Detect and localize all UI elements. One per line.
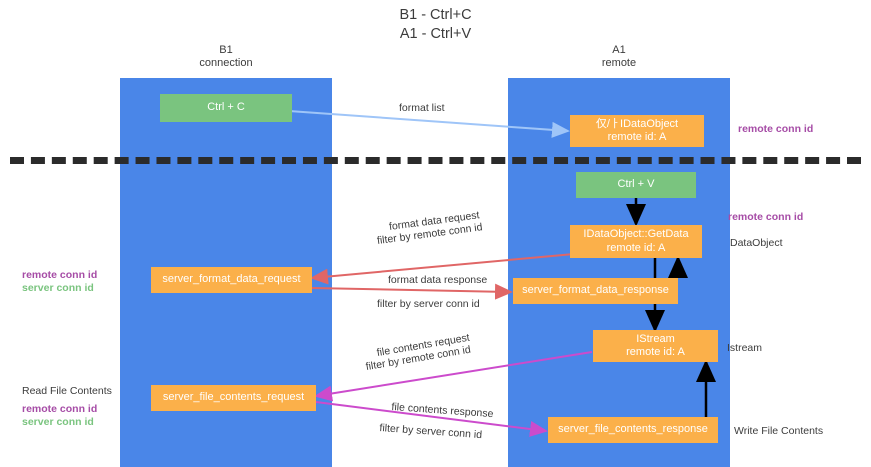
filter-by-text: filter by [364,355,401,374]
node-server-format-data-request-label: server_format_data_request [162,273,301,286]
side-label-remote-conn-id-top: remote conn id [738,123,814,135]
side-label-left-remote-conn-id-1: remote conn id [22,269,98,281]
node-istream[interactable]: IStream remote id: A [593,330,718,362]
filter-by-text: filter by [376,230,412,248]
edge-label-file-contents-response-filter: filter by server conn id [379,421,482,442]
node-ctrl-v[interactable]: Ctrl + V [576,172,696,198]
node-server-file-contents-response-label: server_file_contents_response [558,423,708,436]
node-idataobject-label: 仅/ㅏIDataObject [595,117,679,130]
node-server-format-data-response[interactable]: server_format_data_response [513,278,678,304]
node-idataobject[interactable]: 仅/ㅏIDataObject remote id: A [570,115,704,147]
node-ctrl-c-label: Ctrl + C [207,101,245,114]
side-label-left-remote-conn-id-2: remote conn id [22,403,98,415]
node-server-file-contents-request[interactable]: server_file_contents_request [151,385,316,411]
node-istream-label: IStream [636,332,675,345]
node-server-file-contents-response[interactable]: server_file_contents_response [548,417,718,443]
edge-label-file-contents-response: file contents response [391,400,494,421]
page-title: B1 - Ctrl+C A1 - Ctrl+V [399,7,472,42]
node-istream-sublabel: remote id: A [626,346,685,358]
edge-label-format-data-response-filter: filter by server conn id [377,297,480,311]
lane-heading-b1: B1 connection [199,44,253,69]
lane-heading-a1: A1 remote [601,44,637,69]
node-server-format-data-request[interactable]: server_format_data_request [151,267,312,293]
side-label-read-file-contents: Read File Contents [22,385,112,397]
side-label-dataobject: DataObject [730,237,783,249]
side-label-left-server-conn-id-1: server conn id [22,282,94,294]
node-server-file-contents-request-label: server_file_contents_request [162,391,305,404]
server-conn-id-text: server conn id [413,298,480,310]
side-label-remote-conn-id-mid: remote conn id [728,211,804,223]
edge-label-format-data-response: format data response [388,274,488,286]
node-idataobject-sublabel: remote id: A [607,131,667,143]
node-server-format-data-response-label: server_format_data_response [522,284,669,297]
section-divider [10,157,861,164]
side-label-write-file-contents: Write File Contents [734,425,824,437]
filter-by-text: filter by [377,298,411,310]
server-conn-id-text: server conn id [415,424,483,442]
node-ctrl-c[interactable]: Ctrl + C [160,94,292,122]
node-getdata-sublabel: remote id: A [606,241,666,254]
side-label-left-server-conn-id-2: server conn id [22,416,94,428]
node-ctrl-v-label: Ctrl + V [617,178,655,191]
side-label-istream: Istream [727,342,763,354]
filter-by-text: filter by [379,421,414,437]
edge-label-format-list: format list [399,102,445,114]
node-idataobject-getdata[interactable]: IDataObject::GetData remote id: A [570,225,702,258]
node-getdata-label: IDataObject::GetData [583,228,689,240]
